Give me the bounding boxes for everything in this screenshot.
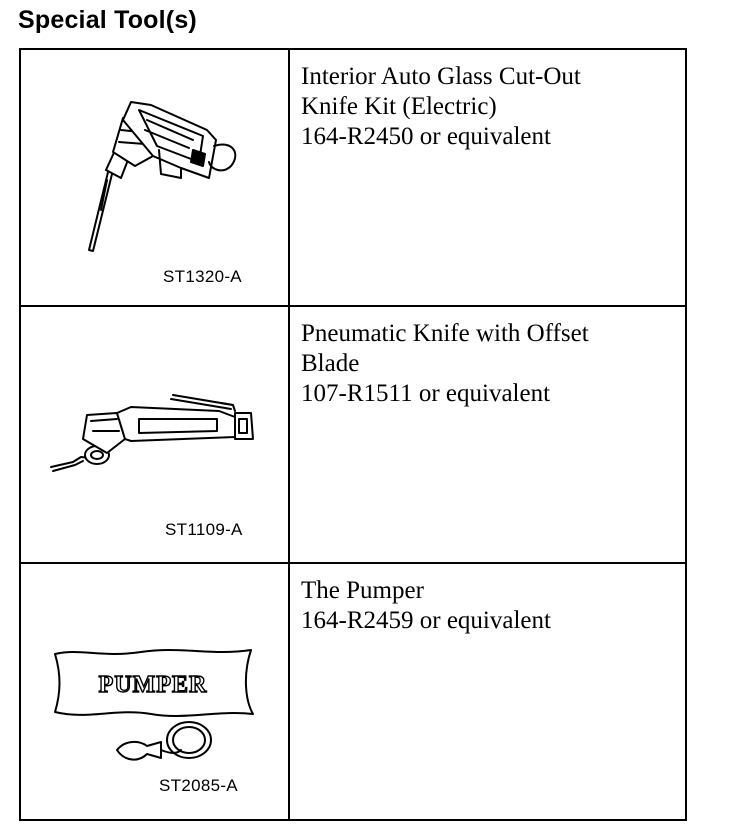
tool-illustration-cell: ST1109-A xyxy=(19,305,290,564)
electric-glass-knife-icon xyxy=(88,101,237,252)
pumper-label: PUMPER xyxy=(99,672,208,698)
tool-row: ST1320-A Interior Auto Glass Cut-Out Kni… xyxy=(19,48,687,307)
tool-name-line: Pneumatic Knife with Offset xyxy=(301,320,589,347)
special-tools-table: ST1320-A Interior Auto Glass Cut-Out Kni… xyxy=(19,48,687,821)
pneumatic-knife-icon xyxy=(50,394,254,472)
tool-part-number: 164-R2450 or equivalent xyxy=(301,123,551,150)
tool-illustration-cell: ST1320-A xyxy=(19,48,290,307)
tool-illustration-cell: PUMPER ST2085-A xyxy=(19,562,290,821)
tool-description-cell: Interior Auto Glass Cut-Out Knife Kit (E… xyxy=(288,48,687,307)
tool-code: ST1109-A xyxy=(165,520,243,539)
tool-name-line: Interior Auto Glass Cut-Out xyxy=(301,63,581,90)
tool-part-number: 107-R1511 or equivalent xyxy=(301,380,551,407)
page-title: Special Tool(s) xyxy=(18,6,197,34)
tool-part-number: 164-R2459 or equivalent xyxy=(301,607,551,634)
tool-code: ST2085-A xyxy=(159,776,238,795)
tool-description-cell: Pneumatic Knife with Offset Blade 107-R1… xyxy=(288,305,687,564)
tool-name-line: Blade xyxy=(301,350,360,377)
pumper-bag-icon: PUMPER xyxy=(54,649,254,761)
tool-row: PUMPER ST2085-A The Pumper 164-R2459 or … xyxy=(19,562,687,821)
tool-name-line: Knife Kit (Electric) xyxy=(301,93,497,120)
tool-row: ST1109-A Pneumatic Knife with Offset Bla… xyxy=(19,305,687,564)
tool-description-cell: The Pumper 164-R2459 or equivalent xyxy=(288,562,687,821)
tool-name-line: The Pumper xyxy=(301,577,424,604)
tool-code: ST1320-A xyxy=(163,267,242,286)
